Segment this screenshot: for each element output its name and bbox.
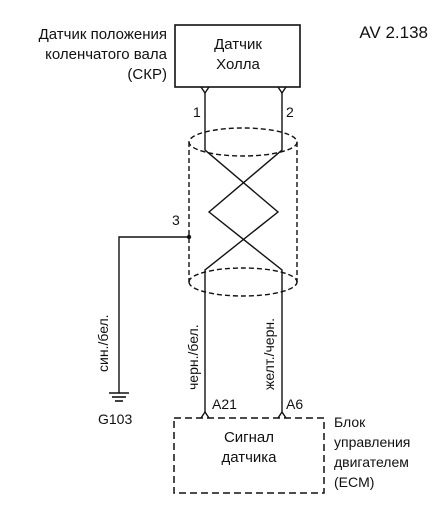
ecm-terminal-a21 xyxy=(200,410,210,419)
sensor-terminal-2 xyxy=(277,86,287,95)
ckp-caption-line-1: Датчик положения xyxy=(39,26,167,43)
figure-id: AV 2.138 xyxy=(359,23,428,42)
ecm-caption-line-1: Блок xyxy=(334,414,366,430)
ecm-box xyxy=(173,417,325,494)
shield-drain-wire xyxy=(118,236,189,393)
ecm-box-label-line-1: Сигнал xyxy=(224,429,274,446)
ecm-caption-line-4: (ECM) xyxy=(334,474,374,490)
hall-sensor-label-line-1: Датчик xyxy=(214,36,262,53)
wire-2 xyxy=(207,93,283,412)
hall-sensor-label-line-2: Холла xyxy=(216,56,260,73)
ground-label: G103 xyxy=(98,411,132,427)
shield-pin-3-label: 3 xyxy=(172,212,180,228)
ckp-caption-line-2: коленчатого вала xyxy=(45,46,168,63)
ecm-pin-a21-label: A21 xyxy=(212,396,237,412)
ground-symbol-icon xyxy=(109,392,129,402)
sensor-pin-2-label: 2 xyxy=(286,104,294,120)
ecm-caption-line-2: управления xyxy=(334,434,410,450)
ckp-caption-line-3: (СКР) xyxy=(127,66,167,83)
ecm-box-label-line-2: датчика xyxy=(221,449,277,466)
ecm-terminal-a6 xyxy=(277,410,287,419)
wire-1 xyxy=(204,93,280,412)
ecm-pin-a6-label: A6 xyxy=(286,396,303,412)
cable-shield xyxy=(188,127,298,297)
wire-2-color: желт./черн. xyxy=(261,318,277,390)
sensor-terminal-1 xyxy=(200,86,210,95)
wire-1-color: черн./бел. xyxy=(185,324,201,390)
hall-sensor-box xyxy=(174,24,301,88)
sensor-pin-1-label: 1 xyxy=(193,104,201,120)
shield-wire-color: син./бел. xyxy=(95,314,111,372)
ecm-caption-line-3: двигателем xyxy=(334,454,409,470)
